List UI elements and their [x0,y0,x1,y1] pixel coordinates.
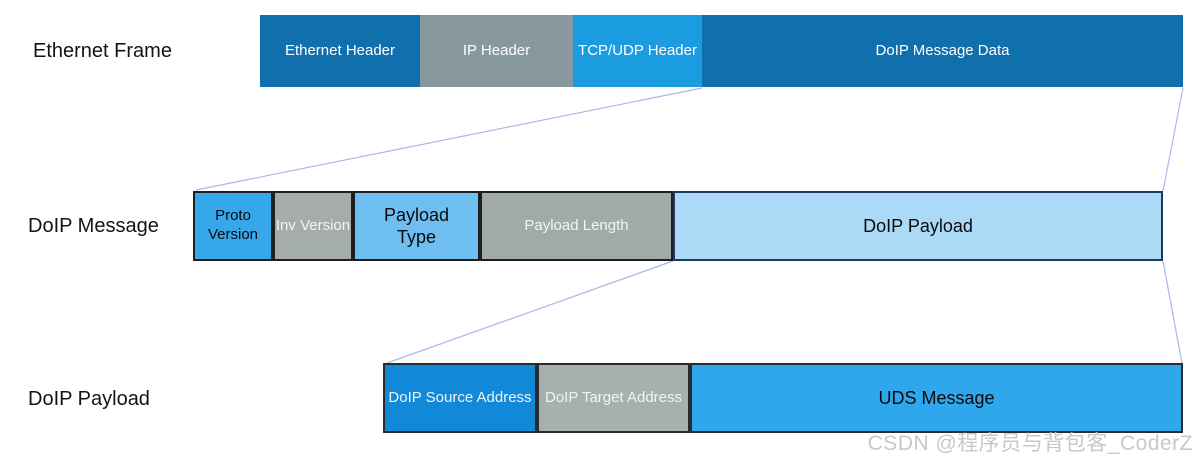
segment-tcp-udp-header: TCP/UDP Header [573,15,702,87]
row-label-doip-message: DoIP Message [28,215,159,237]
row-label-ethernet-frame: Ethernet Frame [33,40,172,62]
segment-doip-source-address: DoIP Source Address [383,363,537,433]
segment-ethernet-header: Ethernet Header [260,15,420,87]
connector-line-payload-left [386,260,674,364]
segment-doip-payload: DoIP Payload [673,191,1163,261]
segment-doip-target-address: DoIP Target Address [537,363,690,433]
segment-payload-length: Payload Length [480,191,673,261]
doip-message-bar: Proto Version Inv Version Payload Type P… [193,191,1163,261]
connector-line-msgdata-left [195,87,703,191]
watermark: CSDN @程序员与背包客_CoderZ [867,432,1193,455]
doip-payload-bar: DoIP Source Address DoIP Target Address … [383,363,1183,433]
segment-proto-version: Proto Version [193,191,273,261]
segment-ip-header: IP Header [420,15,573,87]
segment-inv-version: Inv Version [273,191,353,261]
connector-line-msgdata-right [1162,87,1184,192]
row-label-doip-payload: DoIP Payload [28,388,150,410]
segment-uds-message: UDS Message [690,363,1183,433]
segment-payload-type: Payload Type [353,191,480,261]
segment-doip-message-data: DoIP Message Data [702,15,1183,87]
connector-line-payload-right [1162,260,1183,364]
ethernet-frame-bar: Ethernet Header IP Header TCP/UDP Header… [260,15,1183,87]
